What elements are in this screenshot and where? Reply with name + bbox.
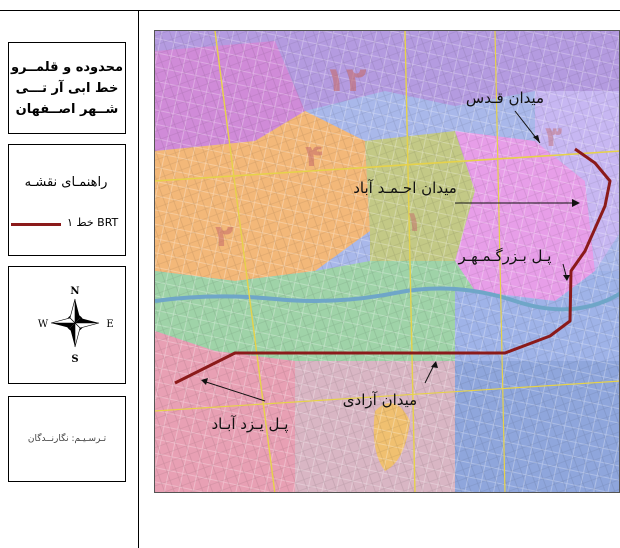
arrowhead: [201, 378, 208, 385]
district-watermark: ۱۲: [325, 60, 367, 100]
district-watermark: ۴: [305, 139, 323, 174]
north-arrow-box: N S E W: [8, 266, 126, 384]
credit-box: تـرسـیـم: نگارنــدگان: [8, 396, 126, 482]
arrowhead: [431, 361, 438, 368]
district-watermark: ۳: [545, 120, 562, 153]
pointer-yazdabad: [202, 380, 266, 402]
street-grid-fine: [155, 31, 619, 492]
compass-south-label: S: [71, 354, 78, 365]
sidebar-divider: [138, 10, 139, 548]
map-title-box: محدوده و قلمــرو خط ابی آر تـــی شــهر ا…: [8, 42, 126, 134]
district-watermark: ۱: [405, 205, 422, 238]
legend-title: راهنمـای نقشـه: [24, 175, 108, 190]
label-ahmadabad-square: میدان احـمـد آباد: [353, 179, 457, 197]
zayandeh-river: [155, 286, 619, 312]
road: [214, 31, 276, 492]
map-title-line-3: شــهر اصــفهان: [15, 101, 119, 117]
map-frame: ۱۲ ۴ ۲ ۱ ۳ میدان قـدس میدان احـمـد آباد …: [154, 30, 620, 493]
city-map: ۱۲ ۴ ۲ ۱ ۳ میدان قـدس میدان احـمـد آباد …: [155, 31, 619, 492]
sheet-top-border: [0, 10, 620, 11]
legend-item-label: BRT خط ۱: [67, 216, 119, 229]
arrowhead: [533, 135, 540, 143]
label-yazdabad-bridge: پـل یـزد آبـاد: [212, 415, 289, 434]
road: [155, 150, 619, 182]
label-qods-square: میدان قـدس: [466, 89, 544, 107]
legend-box: راهنمـای نقشـه BRT خط ۱: [8, 144, 126, 256]
compass-rose-icon: N S E W: [38, 286, 114, 365]
compass-west-label: W: [38, 319, 49, 330]
district-watermark: ۲: [215, 219, 233, 254]
map-title-line-2: خط ابی آر تـــی: [15, 80, 119, 96]
map-title-line-1: محدوده و قلمــرو: [10, 59, 124, 75]
compass-east-label: E: [106, 319, 113, 330]
road: [404, 31, 416, 492]
brt-line-swatch: [11, 223, 61, 226]
arrowhead: [572, 199, 580, 207]
credit-text: تـرسـیـم: نگارنــدگان: [27, 434, 107, 444]
road: [155, 380, 619, 412]
arrowhead: [563, 275, 570, 281]
label-azadi-square: میدان آزادی: [343, 391, 417, 409]
compass-north-label: N: [70, 286, 79, 297]
label-bozorgmehr-bridge: پـل بـزرگـمـهـر: [458, 247, 552, 266]
legend-item-brt: BRT خط ۱: [9, 216, 127, 230]
brt-route-line: [174, 147, 612, 385]
road: [494, 31, 506, 492]
